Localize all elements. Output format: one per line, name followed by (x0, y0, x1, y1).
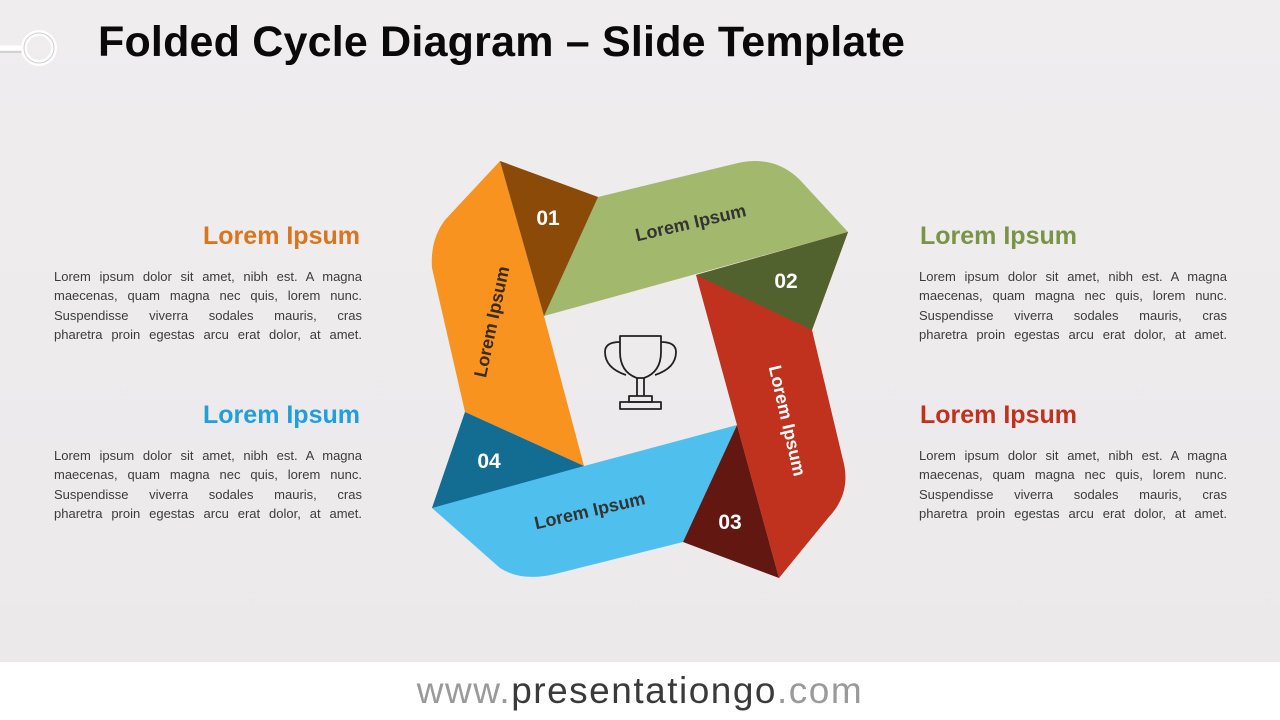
fold-step-3 (683, 425, 779, 578)
footer-url-domain: presentationgo (511, 670, 778, 711)
text-line: Lorem ipsum dolor sit amet, nibh est. A … (54, 448, 362, 463)
body-step-2: Lorem ipsum dolor sit amet, nibh est. A … (919, 267, 1227, 345)
text-line: pharetra proin egestas arcu erat dolor, … (54, 327, 362, 343)
body-step-1: Lorem ipsum dolor sit amet, nibh est. A … (54, 267, 362, 345)
text-line: Suspendisse viverra sodales mauris, cras (54, 486, 362, 502)
text-line: Lorem ipsum dolor sit amet, nibh est. A … (919, 448, 1227, 463)
footer-url[interactable]: www.presentationgo.com (417, 670, 863, 712)
text-line: Lorem ipsum dolor sit amet, nibh est. A … (54, 269, 362, 284)
text-line: maecenas, quam magna nec quis, lorem nun… (54, 467, 362, 483)
body-step-4: Lorem ipsum dolor sit amet, nibh est. A … (54, 446, 362, 524)
step-number-2: 02 (774, 270, 797, 293)
step-number-1: 01 (536, 207, 560, 230)
text-line: maecenas, quam magna nec quis, lorem nun… (54, 288, 362, 304)
text-line: Suspendisse viverra sodales mauris, cras (919, 486, 1227, 502)
heading-step-2: Lorem Ipsum (920, 222, 1077, 250)
page-title: Folded Cycle Diagram – Slide Template (98, 18, 906, 66)
heading-step-4: Lorem Ipsum (203, 401, 360, 429)
step-number-4: 04 (477, 450, 501, 473)
folded-cycle-diagram: 01 02 03 04 Lorem Ipsum Lorem Ipsum Lore… (431, 161, 848, 578)
footer: www.presentationgo.com (0, 662, 1280, 720)
text-line: pharetra proin egestas arcu erat dolor, … (919, 506, 1227, 522)
heading-step-1: Lorem Ipsum (203, 222, 360, 250)
text-line: Suspendisse viverra sodales mauris, cras (54, 307, 362, 323)
text-line: pharetra proin egestas arcu erat dolor, … (919, 327, 1227, 343)
footer-url-tld: .com (777, 670, 864, 711)
pin-icon (0, 30, 57, 66)
text-line: Suspendisse viverra sodales mauris, cras (919, 307, 1227, 323)
body-step-3: Lorem ipsum dolor sit amet, nibh est. A … (919, 446, 1227, 524)
heading-step-3: Lorem Ipsum (920, 401, 1077, 429)
text-line: Lorem ipsum dolor sit amet, nibh est. A … (919, 269, 1227, 284)
trophy-icon (604, 335, 677, 410)
text-line: pharetra proin egestas arcu erat dolor, … (54, 506, 362, 522)
text-line: maecenas, quam magna nec quis, lorem nun… (919, 288, 1227, 304)
band-step-1 (431, 161, 584, 466)
fold-step-4 (432, 412, 584, 508)
footer-url-www: www. (416, 670, 512, 711)
text-line: maecenas, quam magna nec quis, lorem nun… (919, 467, 1227, 483)
step-number-3: 03 (718, 511, 741, 534)
fold-step-2 (696, 232, 848, 330)
fold-step-1 (500, 161, 598, 316)
